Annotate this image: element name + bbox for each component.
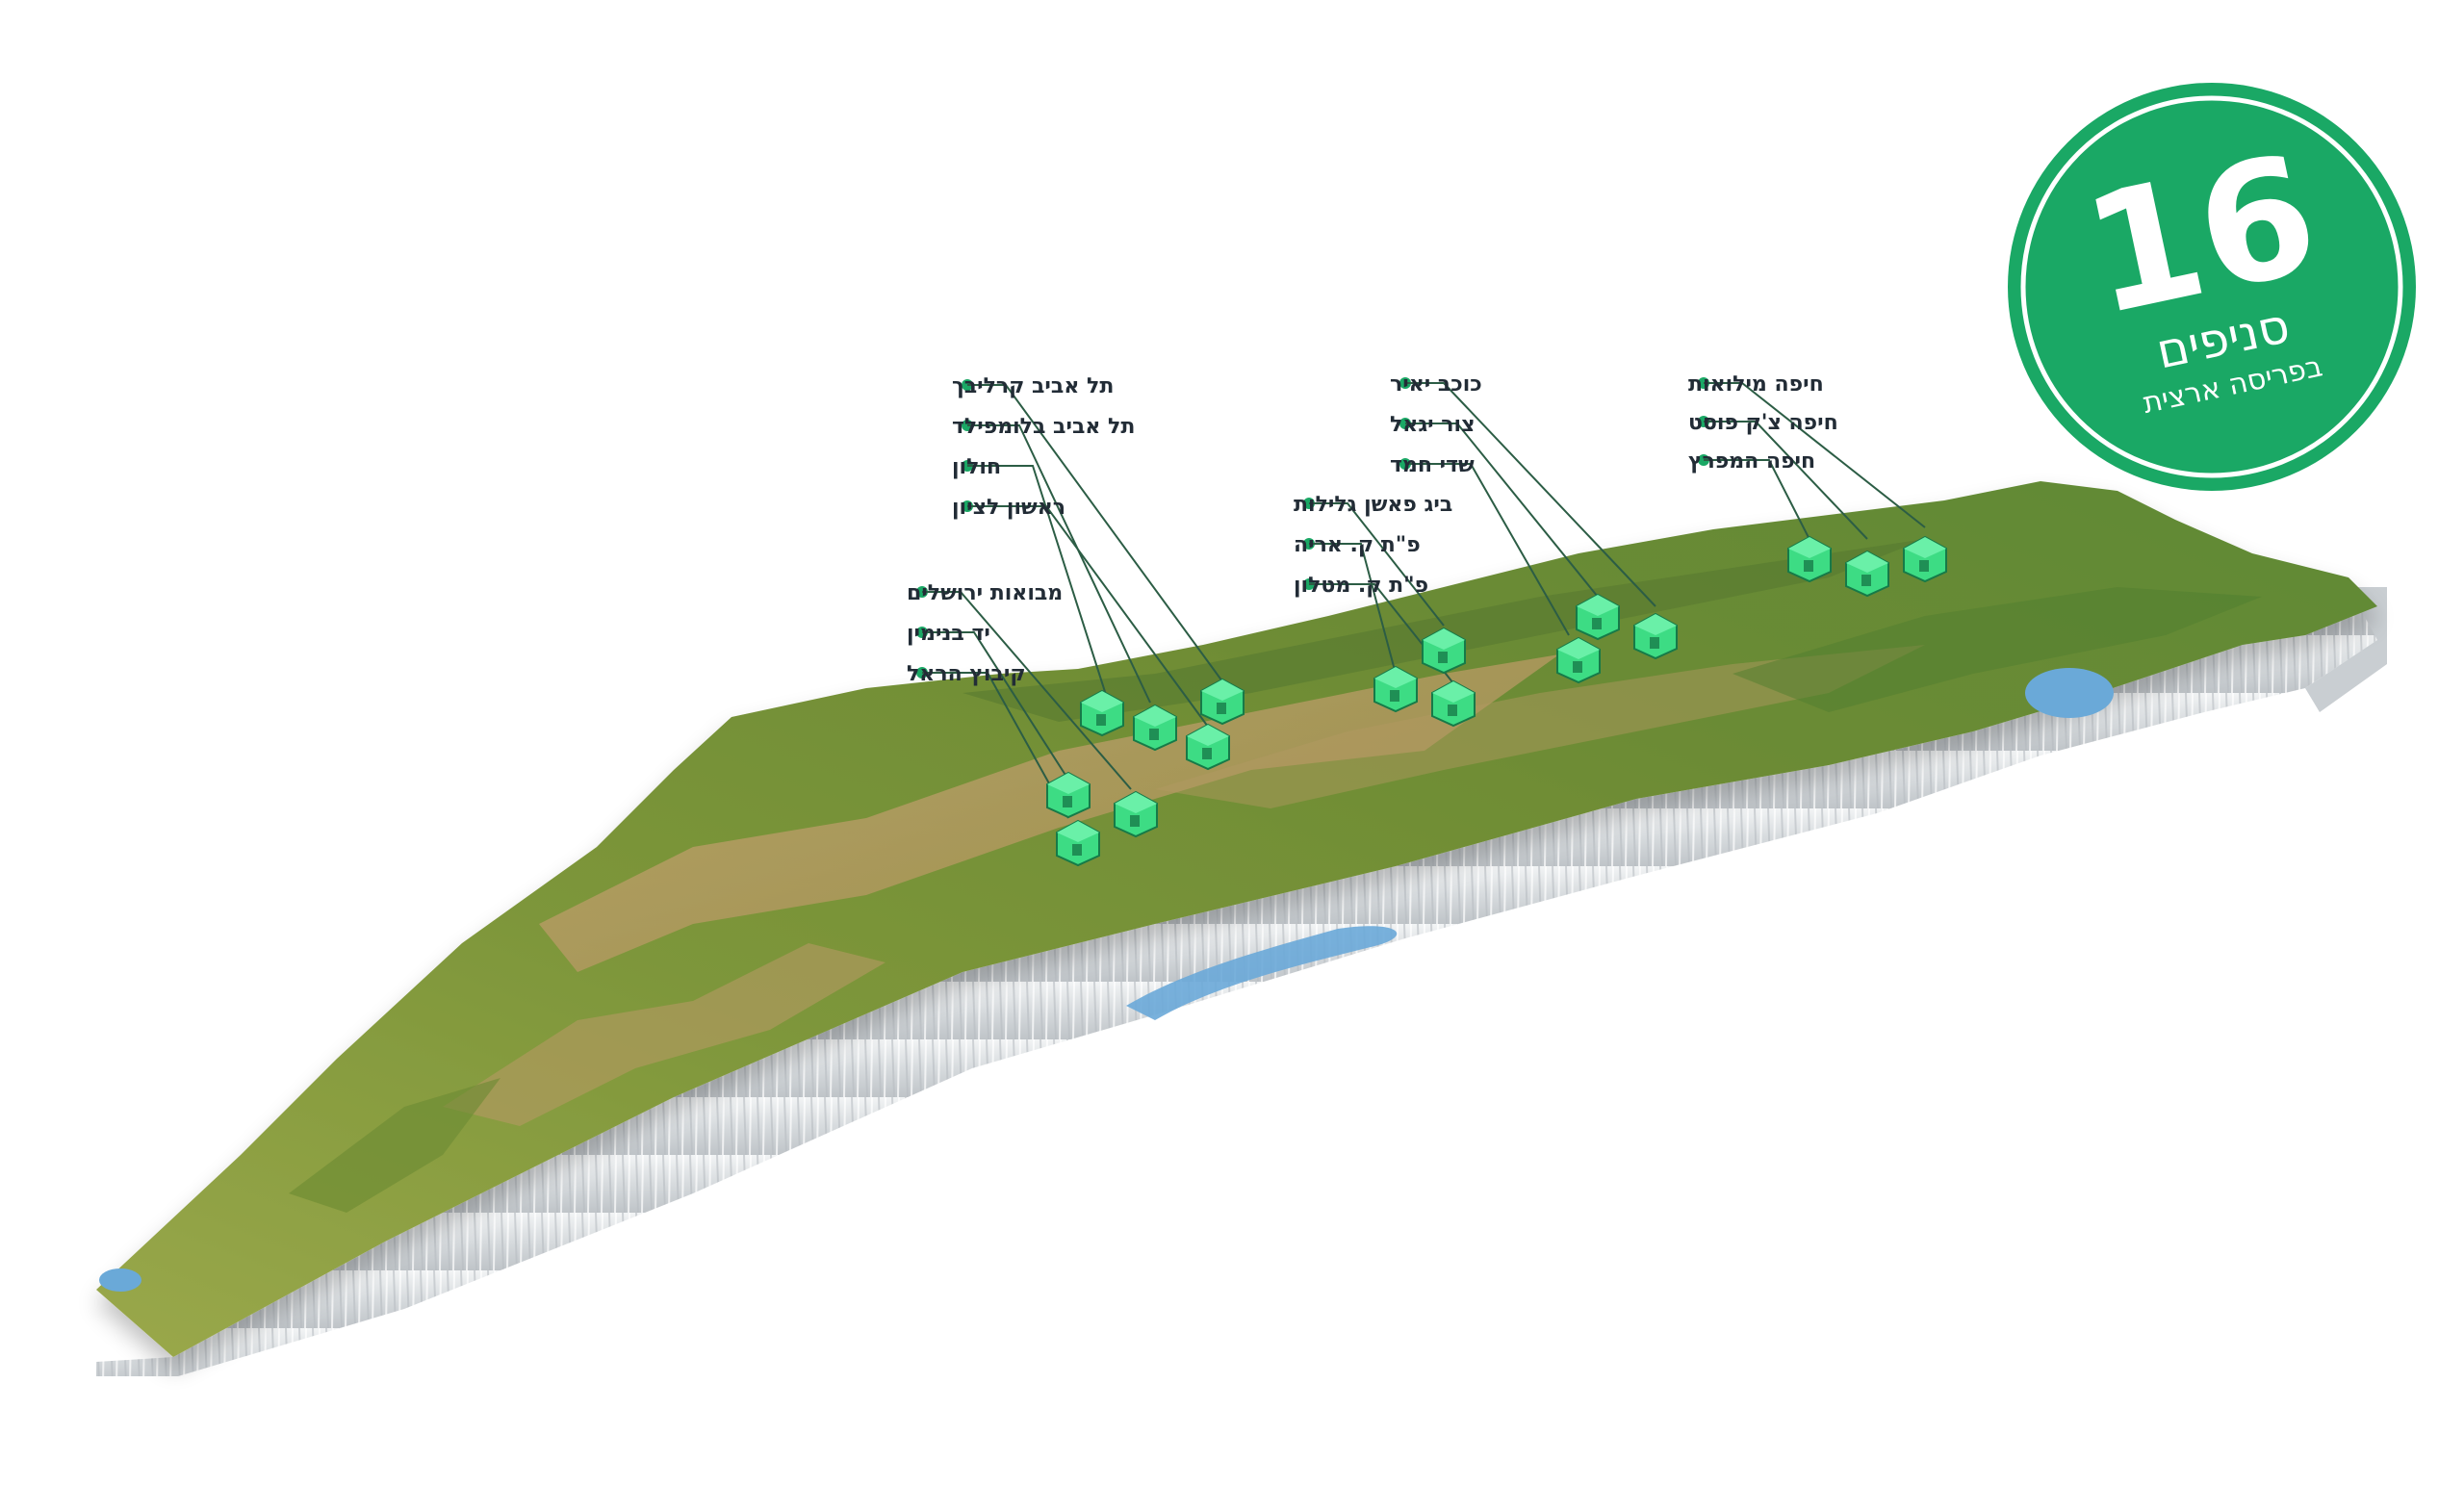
building-door [1804,560,1813,572]
connector-line [967,465,1108,699]
lake-shape [2025,668,2114,718]
dead-sea-shape [1126,926,1398,1020]
connector-line [1309,502,1445,627]
building-icon [1431,679,1476,728]
branch-label: שדי חמד [1390,453,1475,477]
branch-label: חיפה המפרץ [1688,449,1815,474]
building-icon [1845,550,1889,598]
branch-label: ראשון לציון [952,496,1065,520]
building-icon [1133,704,1177,752]
building-icon [1373,665,1418,713]
building-roof [1081,691,1123,712]
building-door [1217,703,1226,714]
badge-count: 16 [2069,119,2332,353]
connector-line [1309,543,1397,675]
branch-labels: חיפה מילואות חיפה צ'ק פוסט חיפה המפרץ כוכב … [907,372,1838,686]
branch-label: תל אביב קרליבך [952,374,1114,398]
building-door [1202,748,1212,759]
building-door [1063,796,1072,807]
building-icon [1114,790,1158,838]
building-door [1390,690,1399,702]
branch-label: כוכב יאיר [1390,372,1482,397]
building-roof [1201,679,1244,701]
branches-count-badge: 16 סניפים בפריסה ארצית [2008,83,2416,491]
building-icon [1056,819,1100,867]
gulf-shape [99,1268,141,1292]
building-roof [1423,628,1465,650]
building-door [1650,637,1659,649]
water-bodies [99,668,2114,1292]
building-door [1861,575,1871,586]
branch-label: ביג פאשן גלילות [1294,493,1452,517]
building-roof [1187,725,1229,746]
building-roof [1634,614,1677,635]
building-roof [1846,551,1888,573]
connector-line [922,631,1069,781]
connector-line [1704,459,1820,559]
branch-label: מבואות ירושלים [907,581,1063,605]
connector-line [1704,421,1868,540]
building-door [1072,844,1082,856]
building-icon [1080,689,1124,737]
badge-circle [2008,83,2416,491]
building-door [1592,618,1602,629]
connector-line [922,591,1132,790]
branch-label: חולון [952,455,1001,479]
badge-ring [2020,95,2403,478]
building-roof [1115,792,1157,813]
building-icon [1186,723,1230,771]
connector-line [1405,382,1656,607]
building-door [1096,714,1106,726]
building-icon [1633,612,1678,660]
branch-label: חיפה מילואות [1688,372,1824,397]
building-icon [1576,593,1620,641]
building-roof [1788,537,1831,558]
building-roof [1134,705,1176,727]
branch-label: פ"ת ק. אריה [1294,533,1421,557]
building-roof [1047,773,1090,794]
building-roof [1904,537,1946,558]
building-door [1448,705,1457,716]
building-door [1438,652,1448,663]
building-door [1573,661,1582,673]
connector-lines [916,377,1926,819]
building-icon [1556,636,1601,684]
connector-line [1704,382,1926,528]
building-roof [1557,638,1600,659]
building-door [1130,815,1140,827]
connector-line [1405,463,1570,636]
connector-line [1405,423,1599,598]
connector-line [967,424,1151,704]
building-icon [1422,627,1466,675]
branch-label: קיבוץ הראל [907,662,1026,686]
building-icon [1787,535,1832,583]
branch-markers [1046,535,1947,867]
building-roof [1057,821,1099,842]
building-door [1149,729,1159,740]
connector-line [967,505,1209,728]
building-icon [1200,678,1245,726]
branch-label: חיפה צ'ק פוסט [1688,411,1838,435]
branch-label: צור יגאל [1390,413,1475,437]
building-door [1919,560,1929,572]
connector-line [967,384,1223,682]
building-roof [1374,667,1417,688]
branch-label: יד בנימין [907,622,990,646]
branch-label: תל אביב בלומפילד [952,415,1135,439]
building-icon [1046,771,1091,819]
building-icon [1903,535,1947,583]
connector-line [922,672,1069,819]
building-roof [1577,595,1619,616]
building-roof [1432,681,1475,703]
branch-label: פ"ת ק. מטלון [1294,574,1428,598]
